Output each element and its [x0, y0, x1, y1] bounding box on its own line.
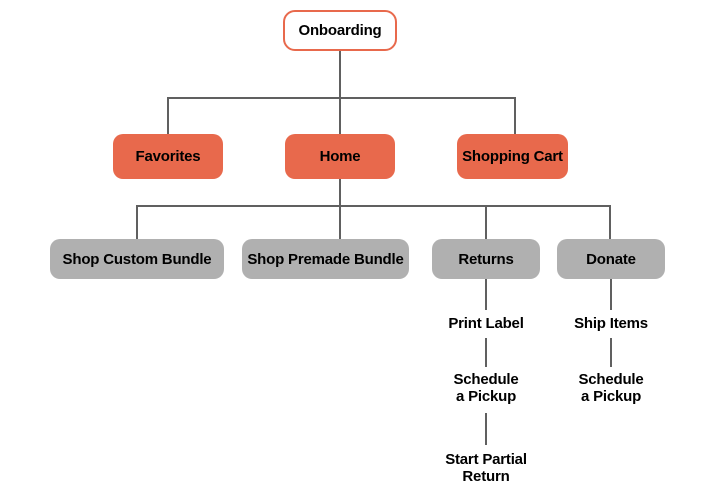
node-onboarding-label: Onboarding — [298, 22, 382, 39]
connector-schedule-to-partial-return — [485, 413, 487, 445]
node-shopping-cart: Shopping Cart — [457, 134, 568, 179]
connector-level3-horizontal — [136, 205, 611, 207]
node-favorites-label: Favorites — [135, 148, 201, 165]
connector-level2-horizontal — [167, 97, 516, 99]
connector-returns-drop — [485, 205, 487, 239]
connector-shopping-cart-drop — [514, 97, 516, 134]
node-favorites: Favorites — [113, 134, 223, 179]
step-schedule-pickup-donate: Schedule a Pickup — [578, 371, 644, 405]
connector-root-vertical — [339, 51, 341, 134]
node-shop-custom-bundle: Shop Custom Bundle — [50, 239, 224, 279]
node-shop-custom-bundle-label: Shop Custom Bundle — [62, 250, 212, 268]
node-home: Home — [285, 134, 395, 179]
connector-home-vertical — [339, 179, 341, 239]
step-ship-items: Ship Items — [574, 315, 648, 332]
connector-donate-drop — [609, 205, 611, 239]
node-returns: Returns — [432, 239, 540, 279]
node-donate: Donate — [557, 239, 665, 279]
node-home-label: Home — [319, 148, 361, 165]
node-shopping-cart-label: Shopping Cart — [462, 148, 563, 165]
node-returns-label: Returns — [458, 250, 514, 268]
node-onboarding: Onboarding — [283, 10, 397, 51]
connector-favorites-drop — [167, 97, 169, 134]
node-shop-premade-bundle-label: Shop Premade Bundle — [247, 250, 404, 268]
connector-ship-items-to-schedule — [610, 338, 612, 367]
connector-donate-to-ship-items — [610, 279, 612, 310]
connector-custom-bundle-drop — [136, 205, 138, 239]
node-shop-premade-bundle: Shop Premade Bundle — [242, 239, 409, 279]
step-print-label: Print Label — [448, 315, 524, 332]
connector-print-label-to-schedule — [485, 338, 487, 367]
node-donate-label: Donate — [586, 250, 636, 268]
connector-returns-to-print-label — [485, 279, 487, 310]
step-start-partial-return: Start Partial Return — [445, 451, 527, 485]
step-schedule-pickup-returns: Schedule a Pickup — [453, 371, 519, 405]
